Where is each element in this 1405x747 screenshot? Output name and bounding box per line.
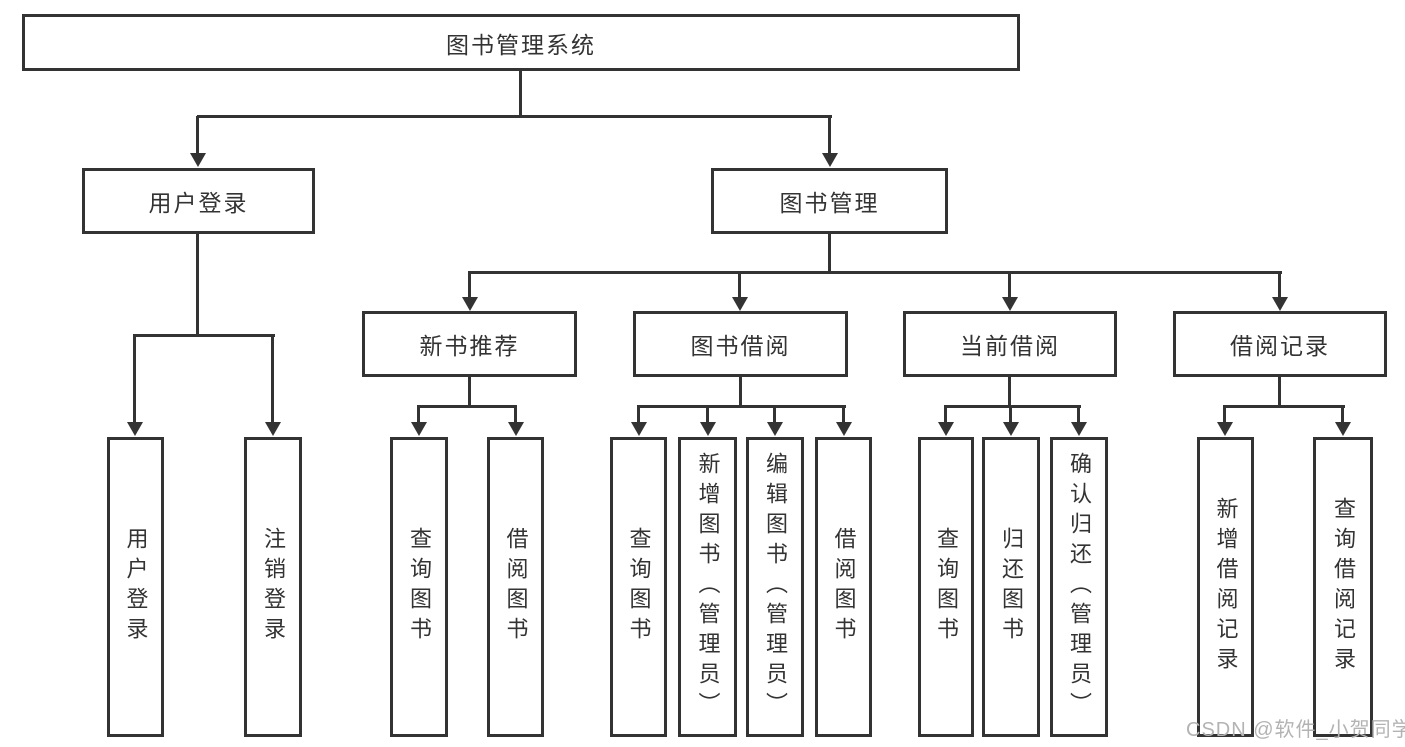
- watermark: CSDN @软件_小贺同学: [1186, 719, 1405, 741]
- leaf-query-books-2: 查询图书: [610, 437, 667, 737]
- leaf-confirm-return-admin: 确认归还（管理员）: [1050, 437, 1108, 737]
- leaf-edit-book-admin-label: 编辑图书（管理员）: [763, 452, 788, 722]
- arrow-down-icon: [699, 407, 716, 436]
- arrow-down-icon: [1001, 273, 1018, 311]
- arrow-down-icon: [461, 273, 478, 311]
- leaf-query-borrow-record: 查询借阅记录: [1313, 437, 1373, 737]
- arrow-down-icon: [126, 336, 143, 436]
- connector-group2-hline: [944, 405, 1081, 408]
- leaf-query-books-2-label: 查询图书: [626, 527, 652, 647]
- node-user-login-label: 用户登录: [148, 190, 249, 216]
- connector-group3-vline: [1278, 376, 1281, 407]
- arrow-down-icon: [766, 407, 783, 436]
- leaf-add-book-admin-label: 新增图书（管理员）: [695, 452, 721, 722]
- node-book-borrow-label: 图书借阅: [690, 333, 791, 359]
- node-current-borrow-label: 当前借阅: [960, 333, 1060, 359]
- connector-level3-hline: [468, 271, 1282, 274]
- arrow-down-icon: [731, 273, 748, 311]
- arrow-down-icon: [1002, 407, 1019, 436]
- leaf-query-books-1-label: 查询图书: [407, 527, 432, 647]
- connector-group1-hline: [637, 405, 846, 408]
- arrow-down-icon: [1271, 273, 1288, 311]
- arrow-down-icon: [264, 336, 281, 436]
- leaf-add-book-admin: 新增图书（管理员）: [678, 437, 737, 737]
- node-root: 图书管理系统: [22, 14, 1020, 71]
- arrow-down-icon: [630, 407, 647, 436]
- leaf-add-borrow-record-label: 新增借阅记录: [1213, 497, 1239, 677]
- leaf-return-books-label: 归还图书: [999, 527, 1024, 647]
- leaf-borrow-books-2: 借阅图书: [815, 437, 872, 737]
- node-book-borrow: 图书借阅: [633, 311, 848, 377]
- leaf-edit-book-admin: 编辑图书（管理员）: [746, 437, 804, 737]
- node-new-book-recommend: 新书推荐: [362, 311, 577, 377]
- node-book-management: 图书管理: [711, 168, 948, 234]
- leaf-add-borrow-record: 新增借阅记录: [1197, 437, 1254, 737]
- arrow-down-icon: [821, 116, 838, 167]
- leaf-confirm-return-admin-label: 确认归还（管理员）: [1067, 452, 1092, 722]
- connector-user-login-hline: [133, 334, 275, 337]
- leaf-logout: 注销登录: [244, 437, 302, 737]
- connector-group0-hline: [417, 405, 517, 408]
- node-new-book-recommend-label: 新书推荐: [419, 333, 520, 359]
- arrow-down-icon: [410, 407, 427, 436]
- leaf-borrow-books-2-label: 借阅图书: [831, 527, 857, 647]
- leaf-logout-label: 注销登录: [261, 527, 286, 647]
- arrow-down-icon: [1216, 407, 1233, 436]
- leaf-query-borrow-record-label: 查询借阅记录: [1331, 497, 1356, 677]
- arrow-down-icon: [835, 407, 852, 436]
- connector-book-mgmt-vline: [828, 232, 831, 274]
- arrow-down-icon: [507, 407, 524, 436]
- leaf-query-books-1: 查询图书: [390, 437, 448, 737]
- node-borrow-records: 借阅记录: [1173, 311, 1387, 377]
- node-borrow-records-label: 借阅记录: [1230, 333, 1330, 359]
- connector-root-vline: [519, 70, 522, 117]
- leaf-return-books: 归还图书: [982, 437, 1040, 737]
- connector-group2-vline: [1008, 376, 1011, 407]
- arrow-down-icon: [1334, 407, 1351, 436]
- leaf-user-login: 用户登录: [107, 437, 164, 737]
- arrow-down-icon: [937, 407, 954, 436]
- leaf-query-books-3-label: 查询图书: [934, 527, 959, 647]
- leaf-borrow-books-1-label: 借阅图书: [503, 527, 529, 647]
- connector-level2-hline: [197, 115, 832, 118]
- connector-group0-vline: [468, 376, 471, 407]
- connector-group3-hline: [1223, 405, 1345, 408]
- node-book-management-label: 图书管理: [779, 190, 880, 216]
- leaf-user-login-label: 用户登录: [123, 527, 149, 647]
- arrow-down-icon: [189, 116, 206, 167]
- node-root-label: 图书管理系统: [446, 31, 596, 58]
- node-current-borrow: 当前借阅: [903, 311, 1117, 377]
- node-user-login: 用户登录: [82, 168, 315, 234]
- connector-group1-vline: [739, 376, 742, 407]
- arrow-down-icon: [1070, 407, 1087, 436]
- leaf-query-books-3: 查询图书: [918, 437, 974, 737]
- leaf-borrow-books-1: 借阅图书: [487, 437, 544, 737]
- connector-user-login-vline: [196, 232, 199, 336]
